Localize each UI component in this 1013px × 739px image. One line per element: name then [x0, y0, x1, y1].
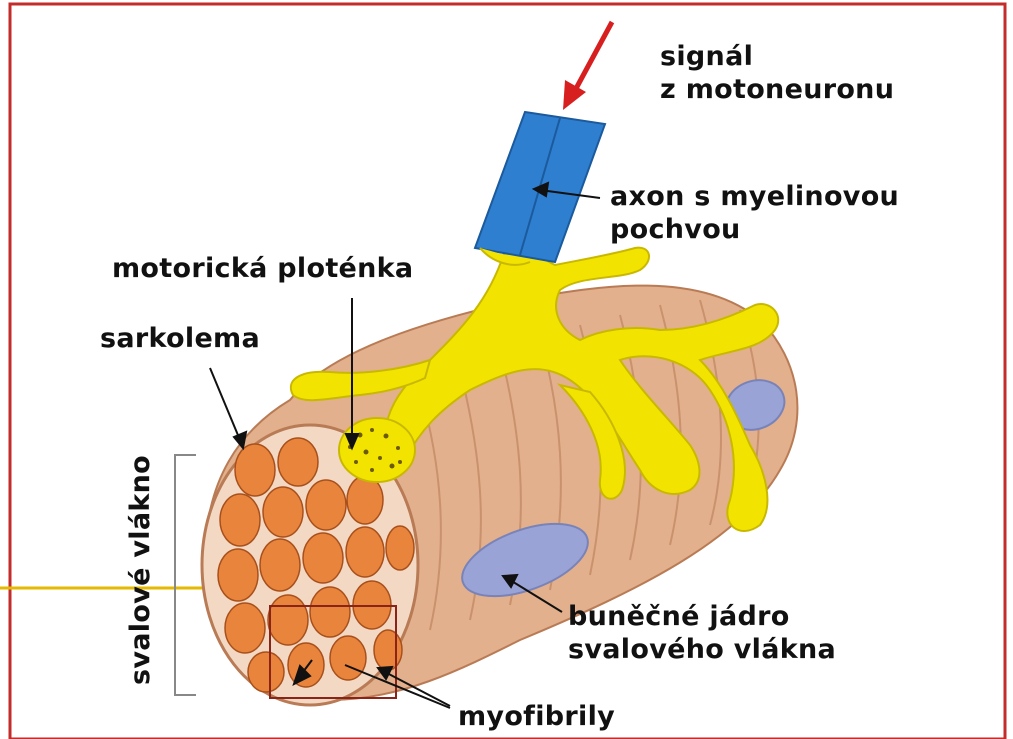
label-axon-line2: pochvou: [610, 213, 899, 246]
fiber-bracket: [175, 455, 196, 695]
motor-plate: [339, 418, 415, 482]
arrow-down-left-icon: [563, 22, 612, 110]
label-nucleus-line2: svalového vlákna: [568, 633, 836, 666]
label-sarcolemma: sarkolema: [100, 322, 260, 355]
label-axon: axon s myelinovou pochvou: [610, 180, 899, 246]
label-muscle-fiber: svalové vlákno: [126, 435, 156, 705]
label-motor-plate: motorická ploténka: [112, 252, 413, 285]
label-axon-line1: axon s myelinovou: [610, 180, 899, 213]
label-signal: signál z motoneuronu: [660, 40, 894, 106]
label-signal-line1: signál: [660, 40, 894, 73]
label-myofibrils: myofibrily: [458, 700, 615, 733]
label-nucleus-line1: buněčné jádro: [568, 600, 836, 633]
label-signal-line2: z motoneuronu: [660, 73, 894, 106]
label-nucleus: buněčné jádro svalového vlákna: [568, 600, 836, 666]
